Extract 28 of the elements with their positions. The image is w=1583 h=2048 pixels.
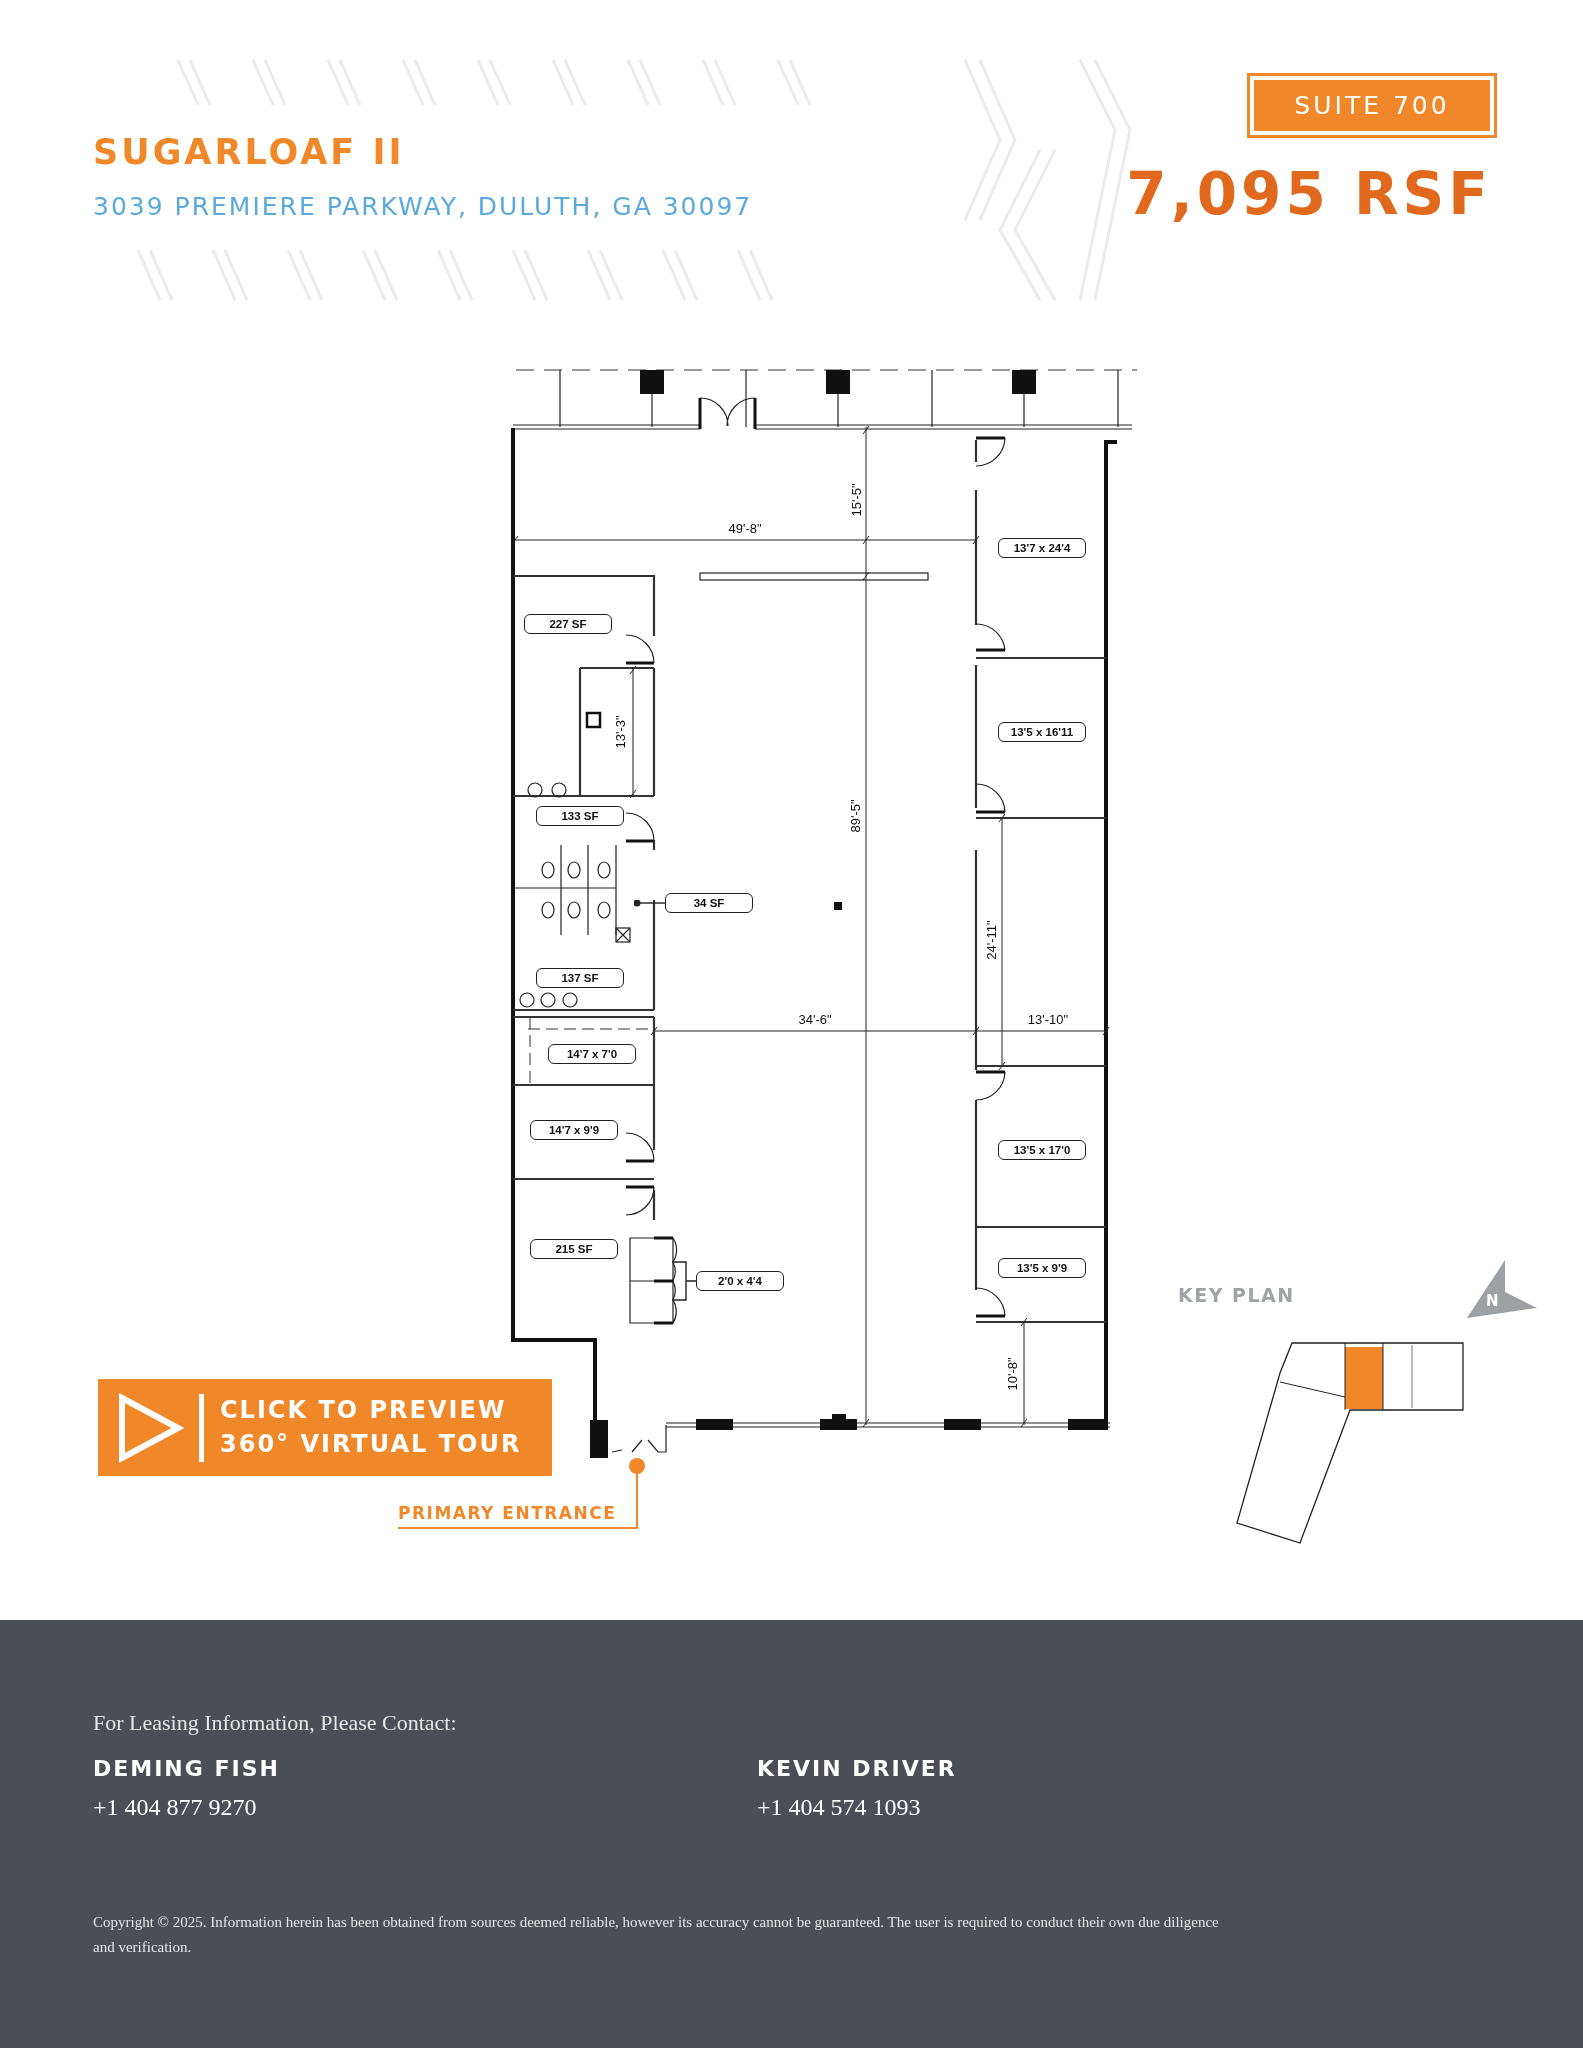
north-label: N: [1486, 1292, 1499, 1310]
room-label: 34 SF: [665, 893, 753, 913]
room-label: 13'5 x 17'0: [998, 1140, 1086, 1160]
contact-heading: For Leasing Information, Please Contact:: [93, 1710, 457, 1736]
room-label: 14'7 x 7'0: [548, 1044, 636, 1064]
contact-name: DEMING FISH: [93, 1756, 280, 1781]
room-label: 13'5 x 16'11: [998, 722, 1086, 742]
room-label: 227 SF: [524, 614, 612, 634]
area-text: 7,095 RSF: [1126, 160, 1492, 228]
entrance-label: PRIMARY ENTRANCE: [398, 1502, 617, 1524]
phone-number: +1 404 877 9270: [93, 1794, 257, 1821]
room-label: 2'0 x 4'4: [696, 1271, 784, 1291]
contact-name: KEVIN DRIVER: [757, 1756, 957, 1781]
leader-line: [633, 899, 667, 907]
building-title: SUGARLOAF II: [93, 132, 405, 172]
leader-line: [397, 1458, 645, 1529]
room-label: 13'7 x 24'4: [998, 538, 1086, 558]
phone-number: +1 404 574 1093: [757, 1794, 921, 1821]
address-text: 3039 PREMIERE PARKWAY, DULUTH, GA 30097: [93, 192, 753, 221]
key-plan-heading: KEY PLAN: [1178, 1284, 1295, 1306]
room-label: 133 SF: [536, 806, 624, 826]
room-label: 215 SF: [530, 1239, 618, 1259]
room-label: 13'5 x 9'9: [998, 1258, 1086, 1278]
copyright-note: Copyright © 2025. Information herein has been obtained from sources deemed reliable, however its accuracy cannot be guaranteed. The user is required to conduct their own due diligence and verification.: [93, 1913, 1220, 1957]
virtual-tour-button: CLICK TO PREVIEW 360° VIRTUAL TOUR: [98, 1379, 552, 1476]
room-label: 14'7 x 9'9: [530, 1120, 618, 1140]
leader-line: [671, 1261, 698, 1301]
room-label: 137 SF: [536, 968, 624, 988]
